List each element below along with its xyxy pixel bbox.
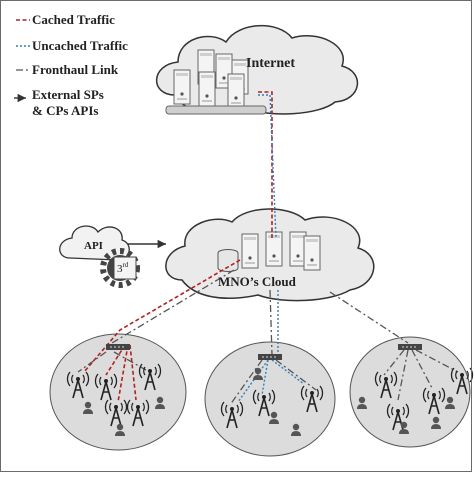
legend-uncached-label: Uncached Traffic — [32, 38, 128, 53]
legend-cached-label: Cached Traffic — [32, 12, 115, 27]
legend-fronthaul-label: Fronthaul Link — [32, 62, 119, 77]
legend-apis-label-1: External SPs — [32, 87, 104, 102]
third-base: 3 — [117, 263, 123, 275]
fronthaul-links — [16, 69, 459, 406]
mno-cloud-label: MNO’s Cloud — [218, 274, 297, 289]
cached-links — [16, 19, 273, 403]
api-cloud — [59, 225, 130, 261]
api-label: API — [84, 240, 103, 252]
cell-right — [349, 336, 471, 448]
third-party-label: 3rd — [117, 261, 129, 275]
legend-apis-label-2: & CPs APIs — [32, 103, 98, 118]
internet-label: Internet — [246, 56, 295, 71]
uncached-links — [16, 45, 305, 403]
cell-left — [49, 333, 187, 451]
third-sup: rd — [123, 261, 129, 269]
database-icon — [217, 249, 239, 272]
gear-icon — [100, 248, 140, 288]
internet-servers — [165, 49, 267, 115]
